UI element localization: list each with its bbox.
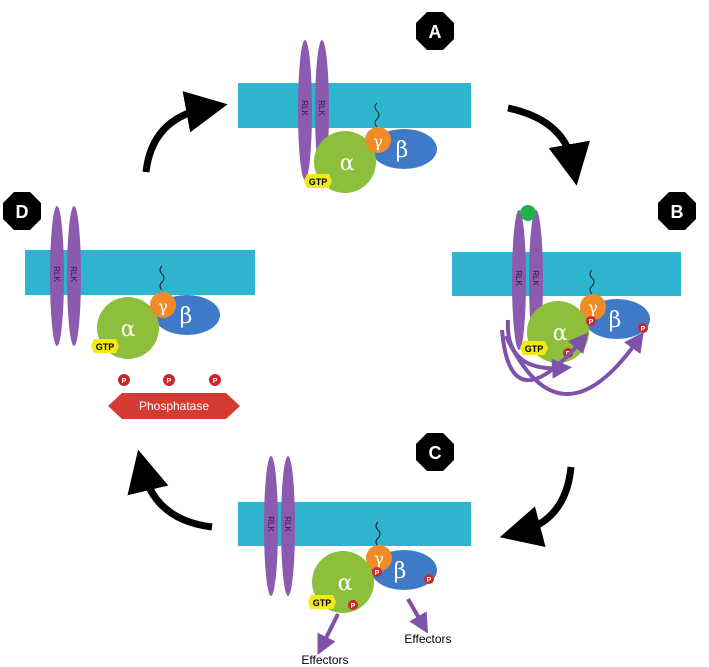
phospho-label: P <box>122 378 127 385</box>
gamma-subunit <box>580 294 606 320</box>
gamma-label: γ <box>373 132 383 151</box>
effector-arrow <box>317 613 340 655</box>
receptor-rlk <box>50 206 64 346</box>
panel-d: RLK RLK β α γ GTP P P P Phosphatase D <box>3 192 255 419</box>
gtp-label: GTP <box>525 344 544 354</box>
lipid-anchor <box>374 102 380 128</box>
gamma-subunit <box>366 545 392 571</box>
phospho-label: P <box>213 378 218 385</box>
phospho-site <box>638 323 648 333</box>
receptor-rlk <box>264 456 278 596</box>
alpha-label: α <box>338 571 353 596</box>
effector-arrow <box>406 598 428 634</box>
alpha-label: α <box>340 151 355 176</box>
beta-label: β <box>396 138 409 163</box>
rlk-label: RLK <box>266 516 275 532</box>
receptor-rlk <box>281 456 295 596</box>
panel-d-label: D <box>16 202 29 222</box>
panel-a-label: A <box>429 22 442 42</box>
panel-a-badge <box>416 12 454 50</box>
panel-c-badge <box>416 433 454 471</box>
effectors-label: Effectors <box>301 653 348 667</box>
panel-b: RLK RLK β α γ P P GTP P B <box>452 192 696 396</box>
panel-b-badge <box>658 192 696 230</box>
panel-c-label: C <box>429 443 442 463</box>
cycle-arrow-a-to-b <box>507 104 590 186</box>
gtp-tag <box>304 174 332 188</box>
membrane <box>238 83 471 128</box>
effectors-label: Effectors <box>404 632 451 646</box>
lipid-anchor <box>375 521 381 547</box>
gtp-label: GTP <box>309 177 328 187</box>
free-phosphate <box>209 374 221 386</box>
cycle-arrow-c-to-d <box>127 449 213 531</box>
phosphatase-label: Phosphatase <box>139 399 209 413</box>
phosphorylation-arrow <box>500 329 589 383</box>
receptor-rlk <box>67 206 81 346</box>
phospho-label: P <box>641 326 646 333</box>
rlk-label: RLK <box>52 266 61 282</box>
gtp-tag <box>308 595 336 609</box>
panel-c: RLK RLK β α γ P P GTP P Effectors Effect… <box>238 433 471 667</box>
gamma-subunit <box>365 127 391 153</box>
phospho-site <box>348 600 358 610</box>
gtp-label: GTP <box>313 598 332 608</box>
rlk-label: RLK <box>317 100 326 116</box>
rlk-label: RLK <box>300 100 309 116</box>
phospho-site <box>586 316 596 326</box>
gamma-subunit <box>150 292 176 318</box>
phospho-label: P <box>427 577 432 584</box>
receptor-rlk <box>512 210 526 350</box>
lipid-anchor <box>589 269 595 295</box>
panel-b-label: B <box>671 202 684 222</box>
lipid-anchor <box>159 265 165 291</box>
gamma-label: γ <box>588 298 598 317</box>
phospho-label: P <box>351 603 356 610</box>
cycle-arrow-b-to-c <box>499 466 575 548</box>
beta-label: β <box>394 559 407 584</box>
free-phosphate <box>163 374 175 386</box>
ligand <box>520 205 536 221</box>
gtp-label: GTP <box>96 342 115 352</box>
rlk-label: RLK <box>514 270 523 286</box>
gamma-label: γ <box>158 297 168 316</box>
membrane <box>452 252 681 296</box>
phosphorylation-arrow <box>504 331 644 396</box>
phospho-site <box>372 567 382 577</box>
beta-label: β <box>609 308 622 333</box>
rlk-label: RLK <box>69 266 78 282</box>
phosphatase-enzyme <box>108 393 240 419</box>
phospho-label: P <box>589 319 594 326</box>
panel-d-badge <box>3 192 41 230</box>
cycle-arrow-d-to-a <box>142 91 228 173</box>
alpha-label: α <box>121 317 136 342</box>
phospho-label: P <box>375 570 380 577</box>
rlk-label: RLK <box>283 516 292 532</box>
phospho-site <box>424 574 434 584</box>
alpha-label: α <box>553 321 568 346</box>
phospho-label: P <box>167 378 172 385</box>
receptor-rlk <box>298 40 312 180</box>
gtp-tag <box>91 339 119 353</box>
beta-label: β <box>180 304 193 329</box>
free-phosphate <box>118 374 130 386</box>
rlk-label: RLK <box>531 270 540 286</box>
panel-a: RLK RLK β α γ GTP A <box>238 12 471 193</box>
gtp-tag <box>520 341 548 355</box>
gamma-label: γ <box>374 549 384 568</box>
